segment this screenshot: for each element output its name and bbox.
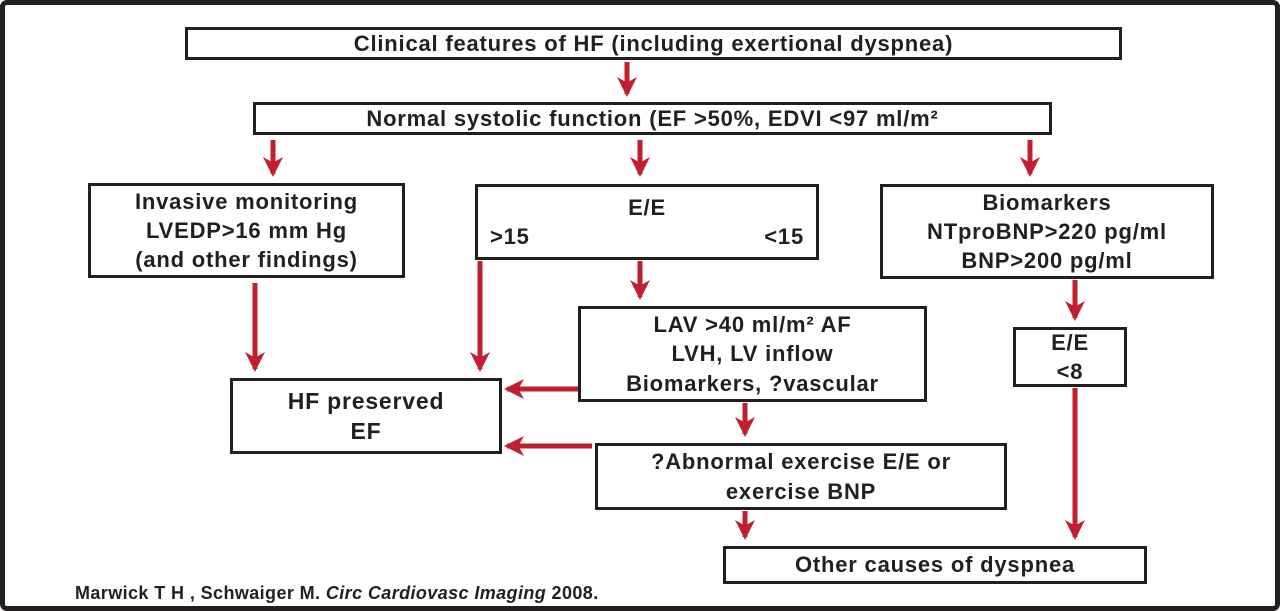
box-normal-systolic-function: Normal systolic function (EF >50%, EDVI … [253,102,1052,135]
box-biomarkers: Biomarkers NTproBNP>220 pg/ml BNP>200 pg… [880,184,1214,279]
normal-systolic-text: Normal systolic function (EF >50%, EDVI … [366,105,939,131]
lav-line-2: LVH, LV inflow [671,341,834,367]
box-abnormal-exercise: ?Abnormal exercise E/E or exercise BNP [595,443,1007,510]
ee-gt15-label: >15 [490,224,530,249]
lav-line-3: Biomarkers, ?vascular [626,370,879,396]
box-clinical-features: Clinical features of HF (including exert… [185,27,1122,60]
abnormal-line-1: ?Abnormal exercise E/E or [651,449,951,475]
box-invasive-monitoring: Invasive monitoring LVEDP>16 mm Hg (and … [88,183,405,278]
clinical-features-text: Clinical features of HF (including exert… [353,30,954,56]
hfpef-line-1: HF preserved [287,387,445,414]
abnormal-line-2: exercise BNP [725,478,877,504]
citation-journal: Circ Cardiovasc Imaging [325,583,547,603]
lav-line-1: LAV >40 ml/m² AF [653,312,852,338]
box-other-causes-dyspnea: Other causes of dyspnea [723,546,1147,584]
hfpef-line-2: EF [350,418,382,444]
box-hf-preserved-ef: HF preserved EF [230,378,502,454]
other-causes-text: Other causes of dyspnea [794,552,1076,578]
citation: Marwick T H , Schwaiger M. Circ Cardiova… [75,583,599,604]
box-ee-lt8: E/E <8 [1013,327,1127,387]
citation-authors: Marwick T H , Schwaiger M. [75,583,326,603]
biomarkers-line-1: Biomarkers [982,189,1112,215]
ee-lt8-line-1: E/E [1051,329,1089,355]
citation-year: 2008. [546,583,599,603]
invasive-line-3: (and other findings) [135,247,358,273]
invasive-line-2: LVEDP>16 mm Hg [146,217,347,243]
box-lav-criteria: LAV >40 ml/m² AF LVH, LV inflow Biomarke… [578,306,927,402]
box-ee-ratio: E/E >15 <15 [475,184,819,260]
ee-lt15-label: <15 [764,224,804,249]
ee-ratio-thresholds: >15 <15 [478,222,816,251]
biomarkers-line-3: BNP>200 pg/ml [961,248,1133,274]
invasive-line-1: Invasive monitoring [134,188,359,214]
ee-ratio-title: E/E [628,194,666,220]
biomarkers-line-2: NTproBNP>220 pg/ml [927,218,1167,244]
ee-lt8-line-2: <8 [1056,359,1084,384]
